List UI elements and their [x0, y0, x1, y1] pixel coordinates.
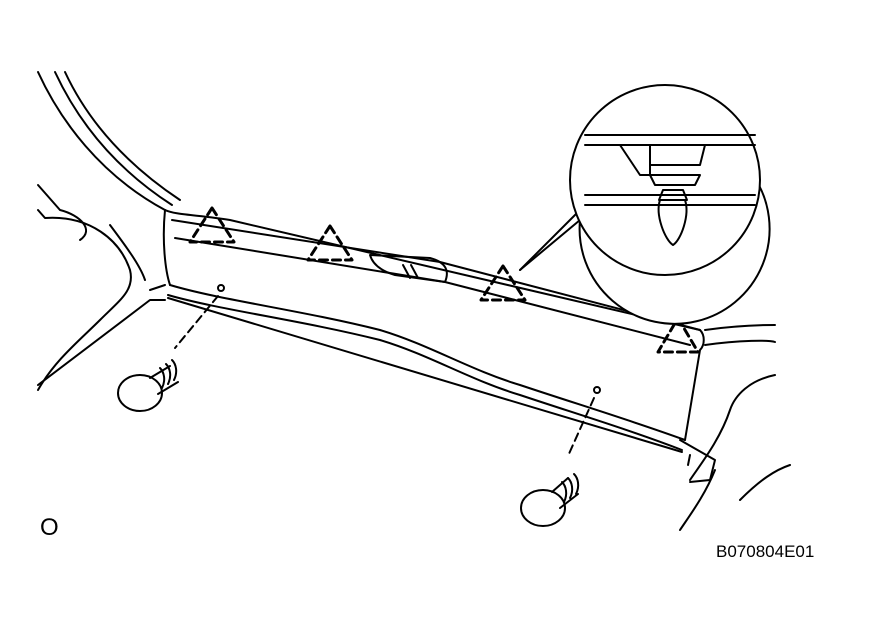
- trim-panel: [162, 209, 705, 453]
- figure-marker: O: [40, 514, 59, 541]
- screw-paths: [174, 284, 601, 457]
- clip-marker-2: [306, 224, 354, 262]
- clip-marker-1: [188, 206, 236, 244]
- screw-hole-left: [217, 284, 225, 292]
- clip-detail-callout: [519, 84, 771, 325]
- figure-id: B070804E01: [716, 542, 815, 561]
- body-outline: [37, 71, 791, 531]
- clip-marker-4: [656, 316, 700, 354]
- clip-marker-3: [479, 264, 527, 302]
- screw-right: [520, 473, 580, 527]
- screw-hole-right: [593, 386, 601, 394]
- clip-markers: [188, 206, 700, 354]
- screw-left: [117, 359, 179, 412]
